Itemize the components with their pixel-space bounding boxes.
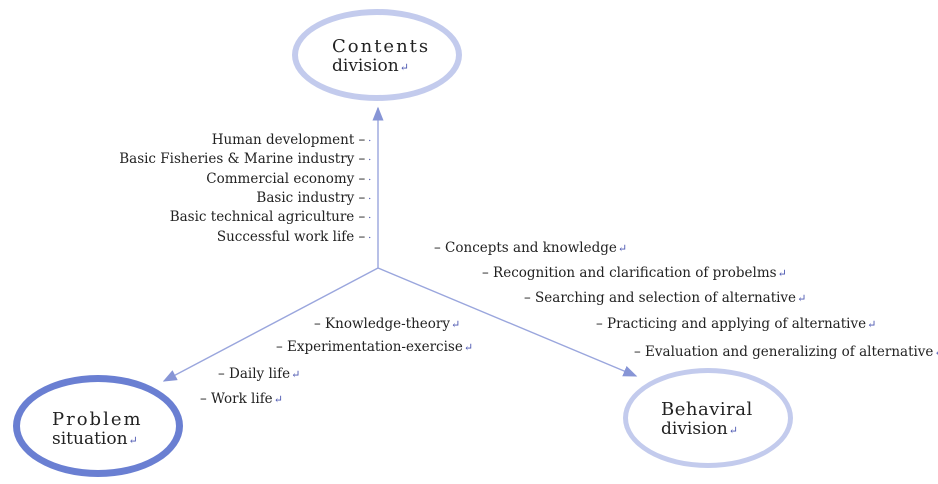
- list-item: – Practicing and applying of alternative…: [596, 316, 877, 332]
- list-item: Basic Fisheries & Marine industry –⸱: [119, 151, 371, 167]
- list-item: – Searching and selection of alternative…: [524, 290, 807, 306]
- list-item: – Experimentation-exercise↵: [276, 339, 474, 355]
- list-item: – Concepts and knowledge↵: [434, 240, 628, 256]
- list-item: – Recognition and clarification of probe…: [482, 265, 787, 281]
- return-mark-icon: ↵: [728, 424, 738, 437]
- return-mark-icon: ↵: [399, 61, 409, 74]
- contents-label-2: division: [332, 56, 399, 76]
- problem-label-2: situation: [52, 429, 128, 449]
- list-item: – Evaluation and generalizing of alterna…: [634, 344, 938, 360]
- list-item: Successful work life –⸱: [216, 229, 371, 245]
- list-item: Human development –⸱: [211, 132, 371, 148]
- contents-division-node: Contents division↵: [292, 9, 462, 101]
- contents-label-1: Contents: [332, 36, 431, 57]
- problem-situation-node: Problem situation↵: [13, 375, 183, 477]
- list-item: – Work life↵: [200, 391, 283, 407]
- return-mark-icon: ↵: [128, 434, 138, 447]
- problem-label-1: Problem: [52, 409, 143, 430]
- list-item: Basic industry –⸱: [256, 190, 371, 206]
- behavioral-label-2: division: [661, 419, 728, 439]
- axis-problem: [162, 267, 379, 382]
- behavioral-label-1: Behaviral: [661, 399, 753, 420]
- list-item: – Knowledge-theory↵: [314, 316, 461, 332]
- behavioral-division-node: Behaviral division↵: [623, 368, 793, 468]
- list-item: Commercial economy –⸱: [206, 171, 371, 187]
- list-item: – Daily life↵: [218, 366, 301, 382]
- axis-behavioral: [377, 267, 638, 377]
- list-item: Basic technical agriculture –⸱: [169, 209, 371, 225]
